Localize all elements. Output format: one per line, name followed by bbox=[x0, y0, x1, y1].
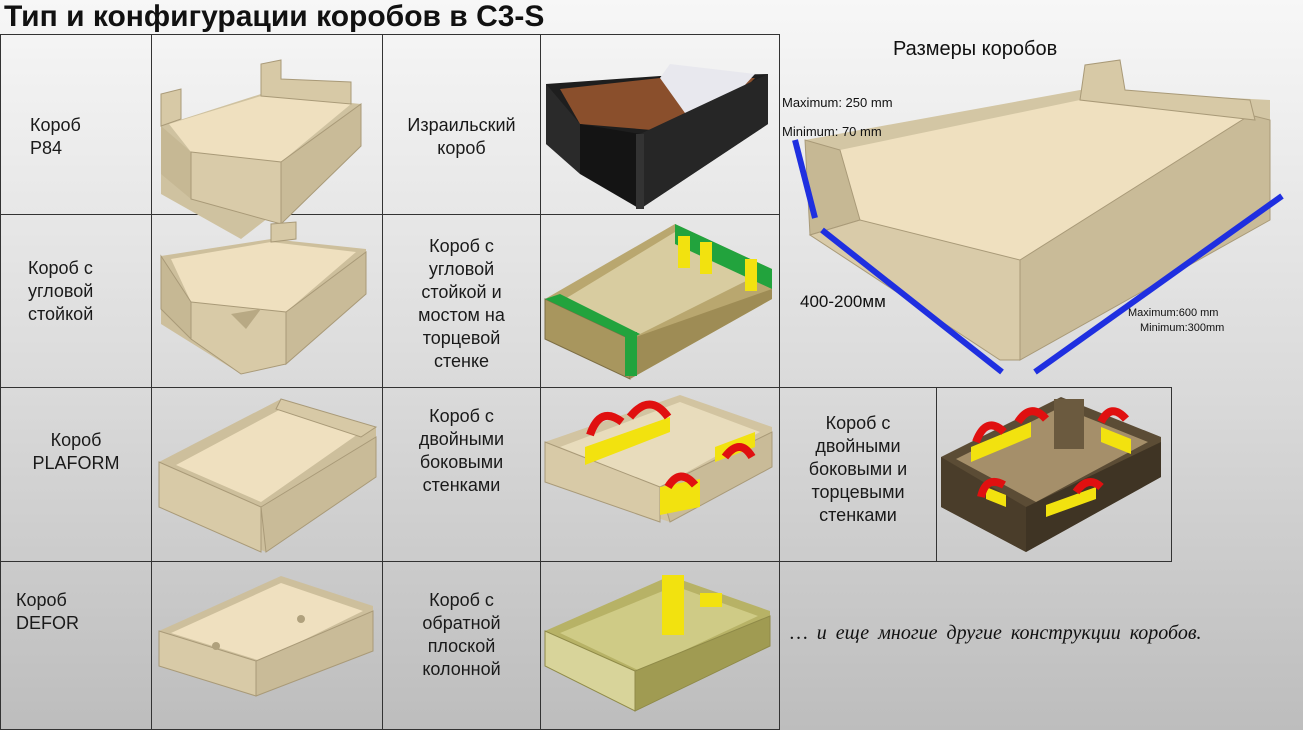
label-double-side-box: Короб с двойными боковыми стенками bbox=[418, 406, 505, 495]
table-cell bbox=[936, 387, 1172, 562]
label-box-p84: Короб Р84 bbox=[30, 115, 81, 158]
label-double-side-end-box: Короб с двойными боковыми и торцевыми ст… bbox=[808, 413, 908, 525]
length-min-label: Minimum:300mm bbox=[1140, 322, 1225, 334]
box-corner-post-bridge-image bbox=[544, 224, 772, 380]
box-israeli-image bbox=[546, 64, 768, 209]
table-cell bbox=[0, 561, 152, 730]
box-double-side-end-image bbox=[941, 397, 1161, 552]
box-dimensions-image bbox=[792, 59, 1284, 375]
width-range-label: 400-200мм bbox=[800, 292, 886, 311]
slide-title: Тип и конфигурации коробов в С3-S bbox=[4, 0, 545, 33]
label-plaform-box: Короб PLAFORM bbox=[32, 430, 120, 473]
dimensions-title: Размеры коробов bbox=[893, 38, 1058, 60]
more-designs-note: … и еще многие другие конструкции коробо… bbox=[790, 622, 1202, 644]
label-defor-box: Короб DEFOR bbox=[16, 590, 79, 633]
box-p84-image bbox=[160, 59, 362, 239]
height-max-label: Maximum: 250 mm bbox=[782, 95, 893, 110]
length-max-label: Maximum:600 mm bbox=[1128, 307, 1219, 319]
box-reverse-column-image bbox=[544, 575, 771, 712]
label-israeli-box: Израильский короб bbox=[407, 115, 516, 158]
box-corner-post-image bbox=[160, 221, 367, 375]
label-corner-post-bridge-box: Короб с угловой стойкой и мостом на торц… bbox=[418, 236, 505, 371]
box-double-side-image bbox=[544, 395, 773, 523]
height-min-label: Minimum: 70 mm bbox=[782, 124, 882, 139]
box-plaform-image bbox=[158, 398, 378, 553]
label-reverse-column-box: Короб с обратной плоской колонной bbox=[422, 590, 501, 679]
label-corner-post-box: Короб с угловой стойкой bbox=[28, 258, 94, 324]
box-defor-image bbox=[158, 576, 374, 697]
